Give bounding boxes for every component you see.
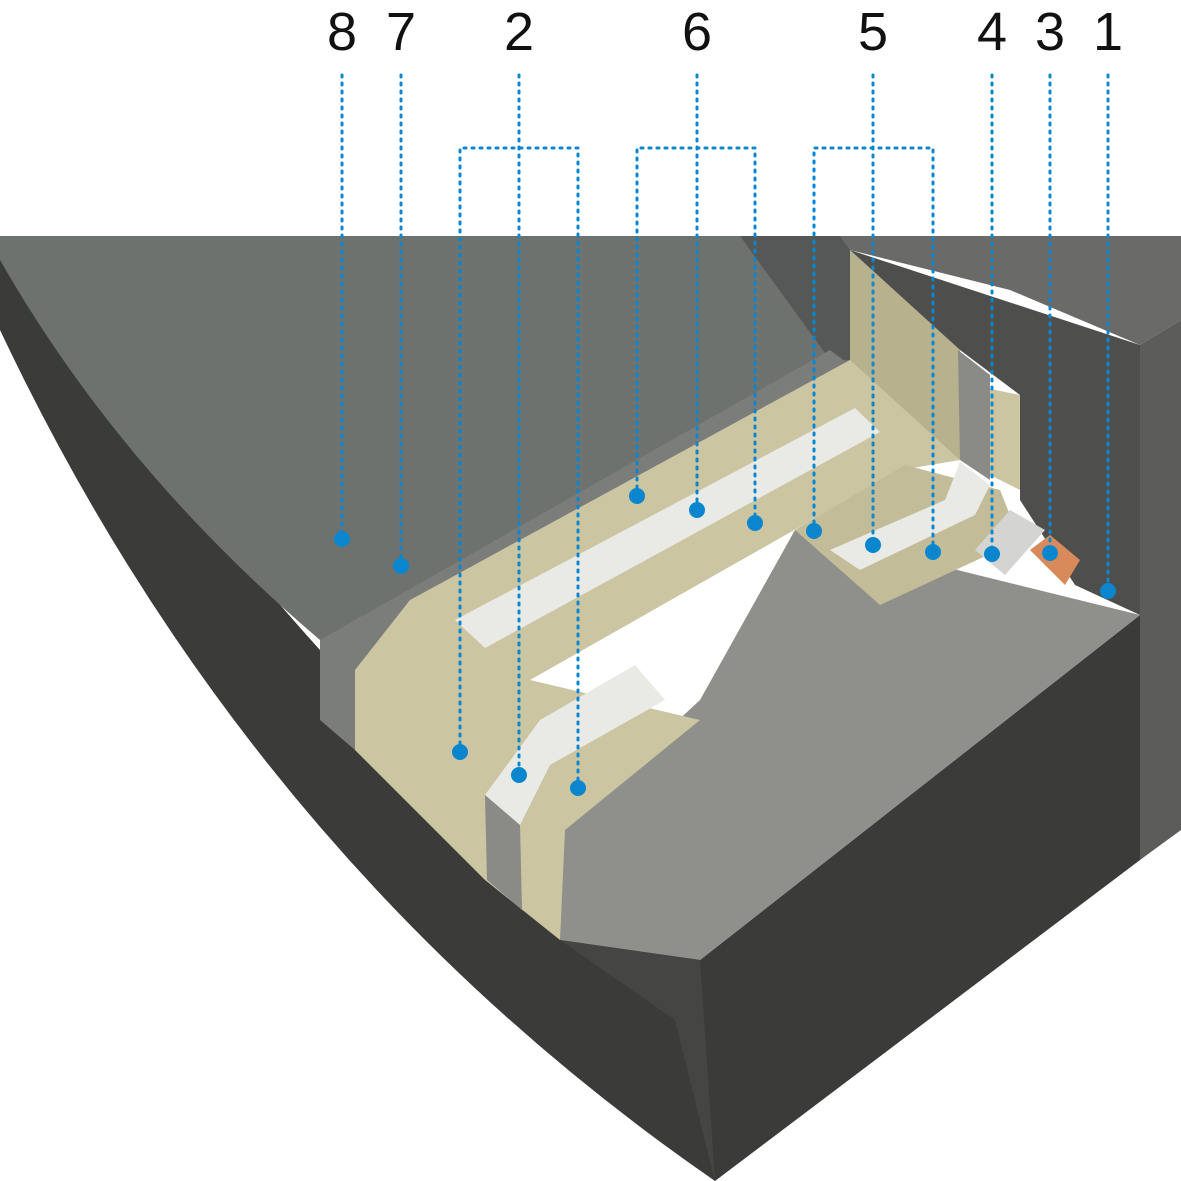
dot-6a xyxy=(629,488,645,504)
label-1: 1 xyxy=(1093,2,1123,62)
dot-5a xyxy=(806,523,822,539)
label-5: 5 xyxy=(858,2,888,62)
dot-7 xyxy=(393,558,409,574)
wall-face xyxy=(850,250,1140,615)
dot-8 xyxy=(334,531,350,547)
label-2: 2 xyxy=(504,2,534,62)
label-3: 3 xyxy=(1035,2,1065,62)
label-7: 7 xyxy=(386,2,416,62)
dot-5c xyxy=(925,544,941,560)
dot-6b xyxy=(689,502,705,518)
insulation-strip-lower xyxy=(485,795,522,910)
sealant-bead xyxy=(1030,535,1080,585)
leader-5-bracket xyxy=(812,146,935,554)
dot-2b xyxy=(511,767,527,783)
dot-1 xyxy=(1100,583,1116,599)
label-8: 8 xyxy=(327,2,357,62)
slope-edge-band xyxy=(740,236,850,360)
insulation-strip-upper xyxy=(958,350,990,480)
dot-3 xyxy=(1042,545,1058,561)
white-strip-upper xyxy=(455,408,880,648)
white-strip-lower xyxy=(485,665,665,825)
dot-6c xyxy=(747,515,763,531)
concrete-deck xyxy=(560,530,1140,960)
label-6: 6 xyxy=(682,2,712,62)
leader-2-bracket xyxy=(458,146,580,790)
dot-2a xyxy=(452,744,468,760)
callout-dots xyxy=(334,488,1116,796)
wall-top xyxy=(840,236,1181,345)
leader-6-bracket xyxy=(635,146,757,525)
ground-block xyxy=(0,236,1140,1181)
dot-4 xyxy=(984,546,1000,562)
label-4: 4 xyxy=(977,2,1007,62)
wall-side xyxy=(1140,320,1181,860)
dot-2c xyxy=(570,780,586,796)
concrete-front xyxy=(560,940,715,1181)
dot-5b xyxy=(865,537,881,553)
